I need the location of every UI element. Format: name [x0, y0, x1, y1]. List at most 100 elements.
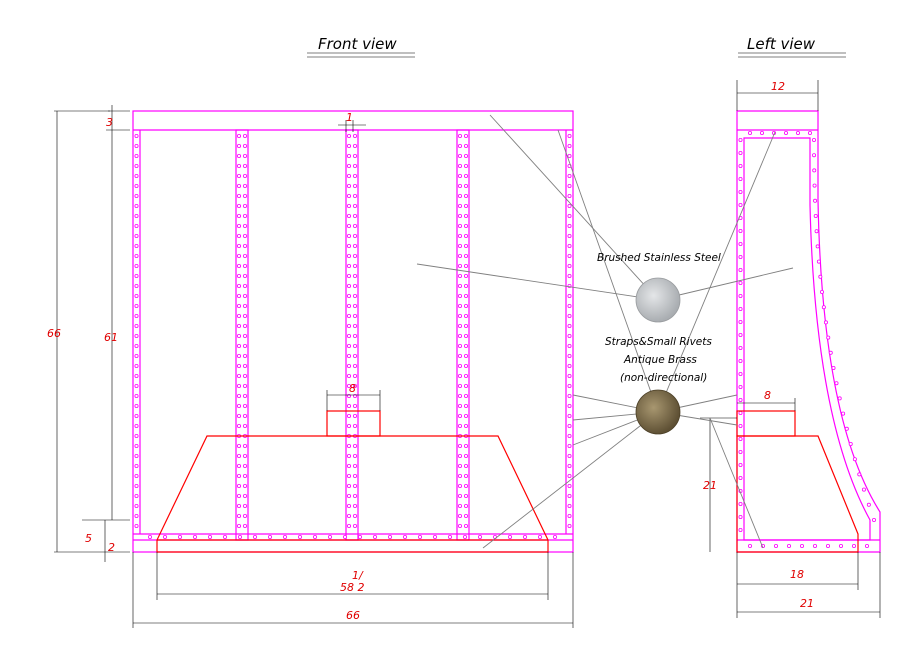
rivet	[242, 493, 247, 498]
rivet	[463, 343, 468, 348]
rivet	[242, 524, 247, 529]
rivet	[242, 333, 247, 338]
rivet	[463, 263, 468, 268]
rivet	[352, 383, 357, 388]
rivet	[567, 383, 572, 388]
rivet	[567, 403, 572, 408]
rivet	[242, 153, 247, 158]
rivet	[134, 333, 139, 338]
rivet	[267, 535, 272, 540]
rivet	[463, 233, 468, 238]
rivet	[852, 544, 857, 549]
rivet	[134, 133, 139, 138]
rivet	[457, 503, 462, 508]
rivet	[242, 443, 247, 448]
rivet	[236, 383, 241, 388]
rivet	[162, 535, 167, 540]
rivet	[134, 363, 139, 368]
rivet	[236, 363, 241, 368]
rivet	[738, 462, 743, 467]
rivet	[357, 535, 362, 540]
rivet	[236, 223, 241, 228]
rivet	[387, 535, 392, 540]
rivet	[828, 350, 833, 355]
dim-side-top-depth: 12	[771, 80, 785, 93]
rivet	[538, 535, 543, 540]
brass-leader-9	[709, 417, 764, 549]
rivet	[813, 213, 818, 218]
rivet	[826, 544, 831, 549]
rivet	[814, 229, 819, 234]
rivet	[738, 515, 743, 520]
rivet	[134, 383, 139, 388]
rivet	[346, 293, 351, 298]
rivet	[134, 273, 139, 278]
rivet	[242, 243, 247, 248]
rivet	[346, 133, 351, 138]
steel-leader-3	[657, 267, 794, 301]
rivet	[346, 443, 351, 448]
rivet	[134, 203, 139, 208]
rivet	[177, 535, 182, 540]
rivet	[738, 436, 743, 441]
rivet	[242, 293, 247, 298]
rivet	[242, 163, 247, 168]
rivet	[242, 253, 247, 258]
rivet	[567, 303, 572, 308]
rivet	[372, 535, 377, 540]
rivet	[352, 153, 357, 158]
rivet	[242, 423, 247, 428]
rivet	[457, 403, 462, 408]
rivet	[134, 524, 139, 529]
rivet	[457, 353, 462, 358]
rivet	[352, 233, 357, 238]
rivet	[463, 143, 468, 148]
rivet	[134, 493, 139, 498]
rivet	[346, 353, 351, 358]
rivet	[346, 183, 351, 188]
rivet	[457, 443, 462, 448]
rivet	[738, 332, 743, 337]
rivet	[352, 524, 357, 529]
brass-note: (non-directional)	[620, 372, 707, 384]
steel-leader-1	[489, 114, 659, 301]
rivet	[236, 493, 241, 498]
rivet	[567, 463, 572, 468]
rivet	[748, 130, 753, 135]
rivet	[342, 535, 347, 540]
rivet	[134, 463, 139, 468]
rivet	[567, 453, 572, 458]
rivet	[242, 463, 247, 468]
rivet	[236, 473, 241, 478]
rivet	[242, 383, 247, 388]
rivet	[826, 335, 831, 340]
rivet	[463, 493, 468, 498]
rivet	[134, 173, 139, 178]
rivet	[463, 213, 468, 218]
rivet	[463, 473, 468, 478]
rivet	[463, 453, 468, 458]
rivet	[567, 433, 572, 438]
rivet	[346, 363, 351, 368]
rivet	[236, 403, 241, 408]
rivet	[738, 280, 743, 285]
rivet	[844, 426, 849, 431]
rivet	[242, 453, 247, 458]
rivet	[567, 473, 572, 478]
rivet	[242, 503, 247, 508]
rivet	[567, 233, 572, 238]
rivet	[346, 503, 351, 508]
rivet	[738, 137, 743, 142]
rivet	[207, 535, 212, 540]
rivet	[738, 410, 743, 415]
rivet	[417, 535, 422, 540]
rivet	[352, 373, 357, 378]
rivet	[352, 253, 357, 258]
rivet	[463, 163, 468, 168]
rivet	[457, 493, 462, 498]
rivet	[352, 223, 357, 228]
rivet	[346, 413, 351, 418]
rivet	[346, 453, 351, 458]
rivet	[134, 423, 139, 428]
rivet	[242, 283, 247, 288]
